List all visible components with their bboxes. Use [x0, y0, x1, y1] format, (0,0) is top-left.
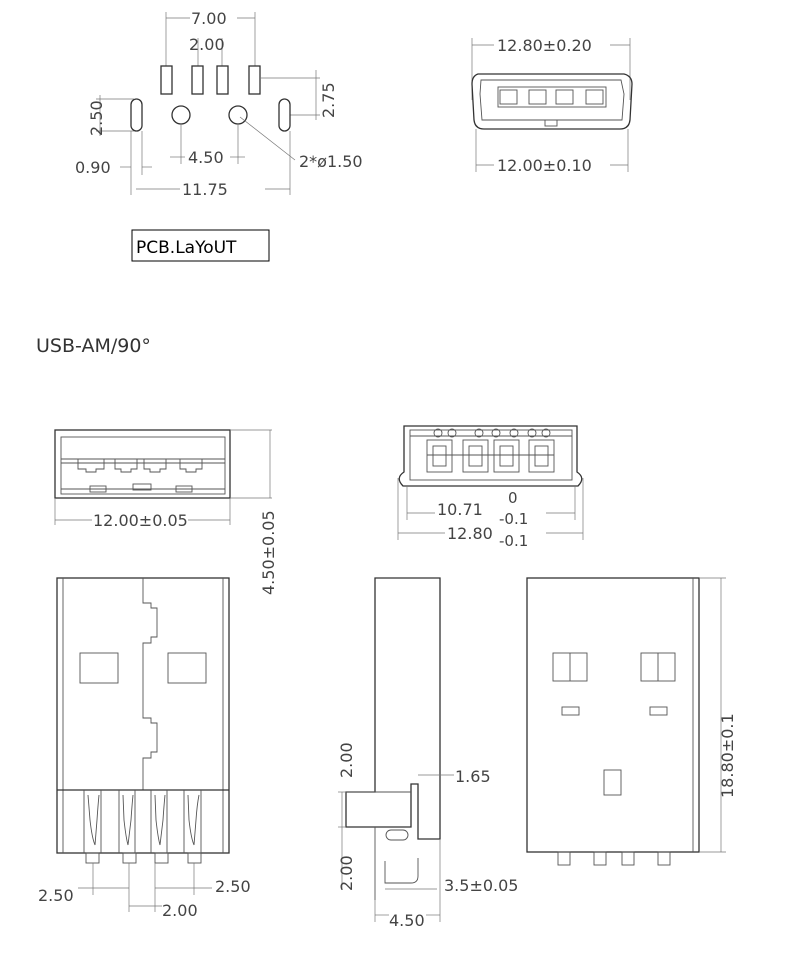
dim-left-pitch: 2.50: [38, 886, 74, 905]
signal-pad-1: [160, 65, 173, 95]
dim-front-height: 4.50±0.05: [259, 510, 278, 595]
plug-side-view: 2.00 2.00 1.65 3.5±0.05 4.50: [337, 577, 518, 930]
plug-bottom-view: 2.50 2.50 2.00: [38, 577, 251, 920]
dim-side-lower-height: 2.00: [337, 855, 356, 891]
dim-tab-height: 2.50: [87, 100, 106, 136]
signal-pad-3: [216, 65, 229, 95]
dim-end-outer-value: 12.80: [447, 524, 493, 543]
plug-end-view: 10.71 0 -0.1 12.80 -0.1: [397, 425, 584, 550]
top-center-window: [603, 769, 622, 796]
mount-slot-right: [278, 98, 291, 132]
latch-window-left: [79, 652, 119, 684]
mount-slot-left: [130, 98, 143, 132]
signal-pad-4: [248, 65, 261, 95]
dim-front-width: 12.00±0.05: [93, 511, 188, 530]
dim-right-pitch: 2.50: [215, 877, 251, 896]
plug-front-view: 4.50±0.05 12.00±0.05: [54, 429, 278, 595]
dim-side-pin-length: 3.5±0.05: [444, 876, 518, 895]
pcb-layout-label: PCB.LaYoUT: [136, 238, 237, 258]
plug-top-view: 18.80±0.1: [526, 577, 737, 866]
receptacle-face-view: 12.80±0.20 12.00±0.10: [471, 36, 633, 175]
dim-side-depth: 4.50: [389, 911, 425, 930]
side-pin-hole: [385, 829, 409, 841]
pcb-layout-label-box: [131, 229, 270, 262]
signal-pad-2: [191, 65, 204, 95]
mount-hole-left: [171, 105, 191, 125]
dim-inner-width: 12.00±0.10: [497, 156, 592, 175]
dim-hole-spacing: 4.50: [188, 148, 224, 167]
dim-tab-width: 0.90: [75, 158, 111, 177]
dim-pin-pitch: 2.00: [189, 35, 225, 54]
dim-end-inner-lower: -0.1: [499, 510, 528, 528]
dim-center-pitch: 2.00: [162, 901, 198, 920]
dim-pin-span: 7.00: [191, 9, 227, 28]
dim-overall-width: 11.75: [182, 180, 228, 199]
dim-side-foot-length: 1.65: [455, 767, 491, 786]
latch-window-right: [167, 652, 207, 684]
dim-top-length: 18.80±0.1: [718, 713, 737, 798]
dim-side-upper-height: 2.00: [337, 742, 356, 778]
hole-note: 2*ø1.50: [299, 152, 363, 171]
mount-hole-right: [228, 105, 248, 125]
pcb-layout-view: 7.00 2.00 2.75 2.50 2*ø1.50 4.50: [75, 9, 363, 262]
dim-end-outer-lower: -0.1: [499, 532, 528, 550]
dim-end-inner-upper: 0: [508, 489, 518, 507]
section-title: USB-AM/90°: [36, 335, 151, 357]
dim-pin-height: 2.75: [319, 82, 338, 118]
dim-end-inner-value: 10.71: [437, 500, 483, 519]
dim-outer-width: 12.80±0.20: [497, 36, 592, 55]
